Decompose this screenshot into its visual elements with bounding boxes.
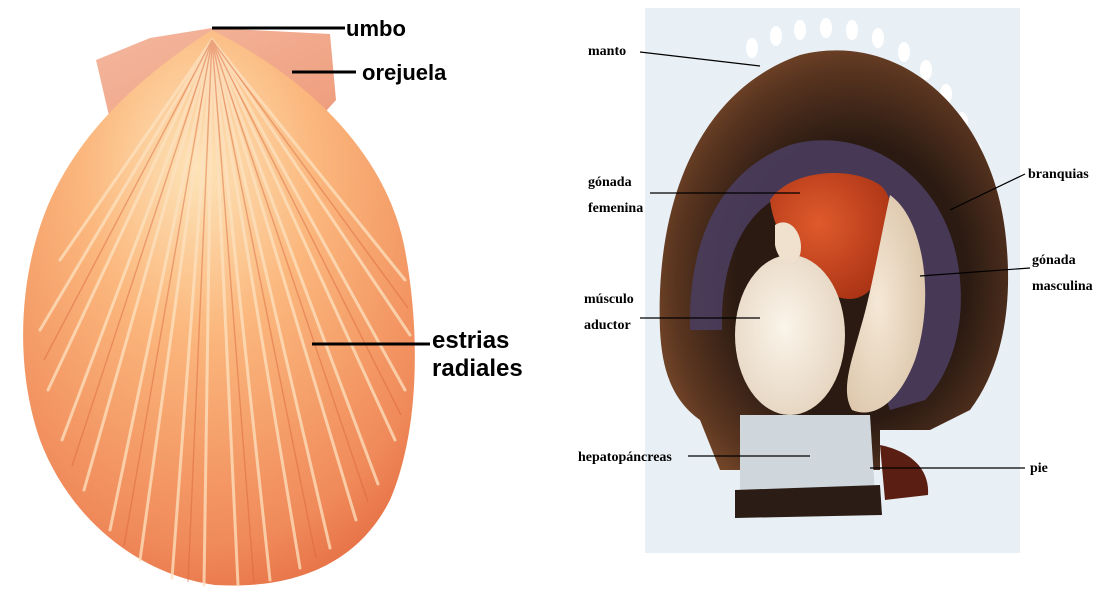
shell-illustration [23,28,415,586]
hinge-base [735,485,882,518]
scallop-photo [645,8,1020,553]
label-musculo-line2: aductor [584,318,631,333]
label-branquias: branquias [1028,167,1089,182]
label-manto: manto [588,44,626,59]
adductor-muscle [735,255,845,415]
label-gonada-masculina-line1: gónada [1032,253,1076,268]
label-gonada-femenina-line1: gónada [588,175,632,190]
label-hepatopancreas: hepatopáncreas [578,450,672,465]
label-umbo: umbo [346,16,406,41]
label-orejuela: orejuela [362,60,447,85]
label-estrias-line1: estrias [432,327,509,354]
label-gonada-masculina-line2: masculina [1032,279,1093,294]
label-estrias-line2: radiales [432,355,523,382]
label-musculo-line1: músculo [584,292,634,307]
label-gonada-femenina-line2: femenina [588,201,643,216]
label-pie: pie [1030,461,1048,476]
